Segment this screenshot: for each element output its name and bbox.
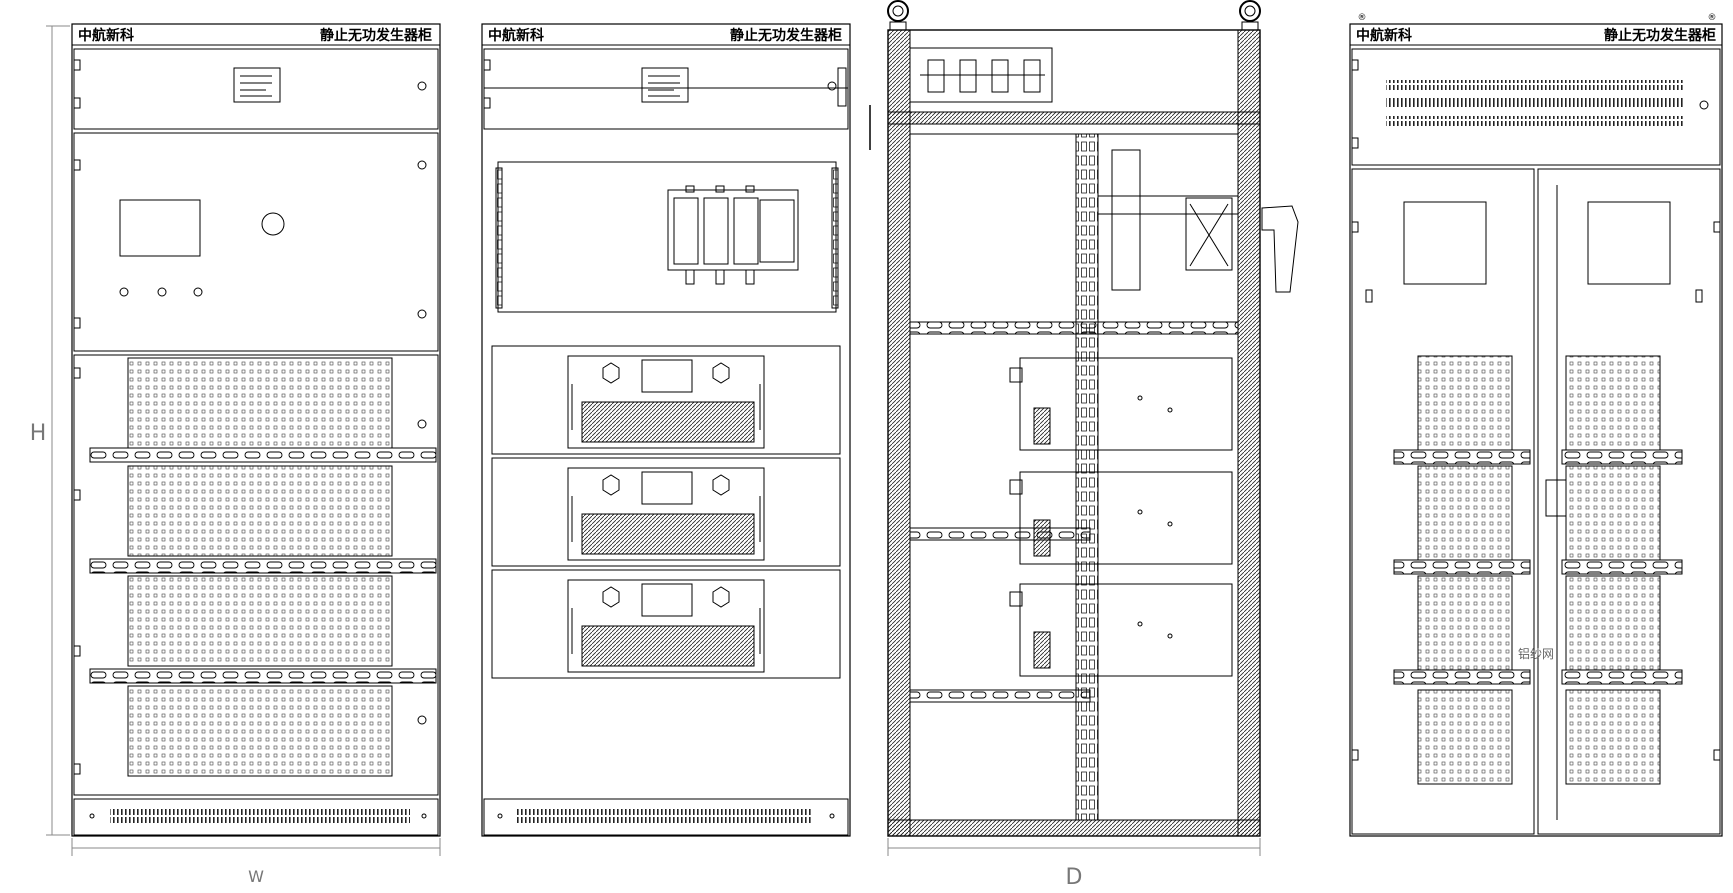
- back-view: [1349, 23, 1723, 837]
- inner-view: [481, 23, 851, 837]
- registered-mark-right: ®: [1708, 13, 1717, 23]
- inner-brand: 中航新科: [488, 27, 544, 44]
- side-view: [869, 0, 1299, 856]
- mesh-label: 铝纱网: [1518, 646, 1554, 661]
- width-dimension: W: [248, 867, 264, 886]
- inner-labels: 中航新科 静止无功发生器柜: [488, 27, 842, 44]
- back-brand: 中航新科: [1356, 27, 1412, 44]
- front-labels: 中航新科 静止无功发生器柜 H W: [30, 27, 432, 886]
- back-title: 静止无功发生器柜: [1604, 27, 1716, 44]
- front-title: 静止无功发生器柜: [320, 27, 432, 44]
- front-view: [46, 23, 441, 856]
- side-labels: D: [1066, 865, 1083, 890]
- inner-title: 静止无功发生器柜: [730, 27, 842, 44]
- registered-mark-left: ®: [1358, 13, 1367, 23]
- front-brand: 中航新科: [78, 27, 134, 44]
- height-dimension: H: [30, 421, 47, 446]
- back-labels: 中航新科 静止无功发生器柜 ® ® 铝纱网: [1356, 13, 1717, 661]
- depth-dimension: D: [1066, 865, 1083, 890]
